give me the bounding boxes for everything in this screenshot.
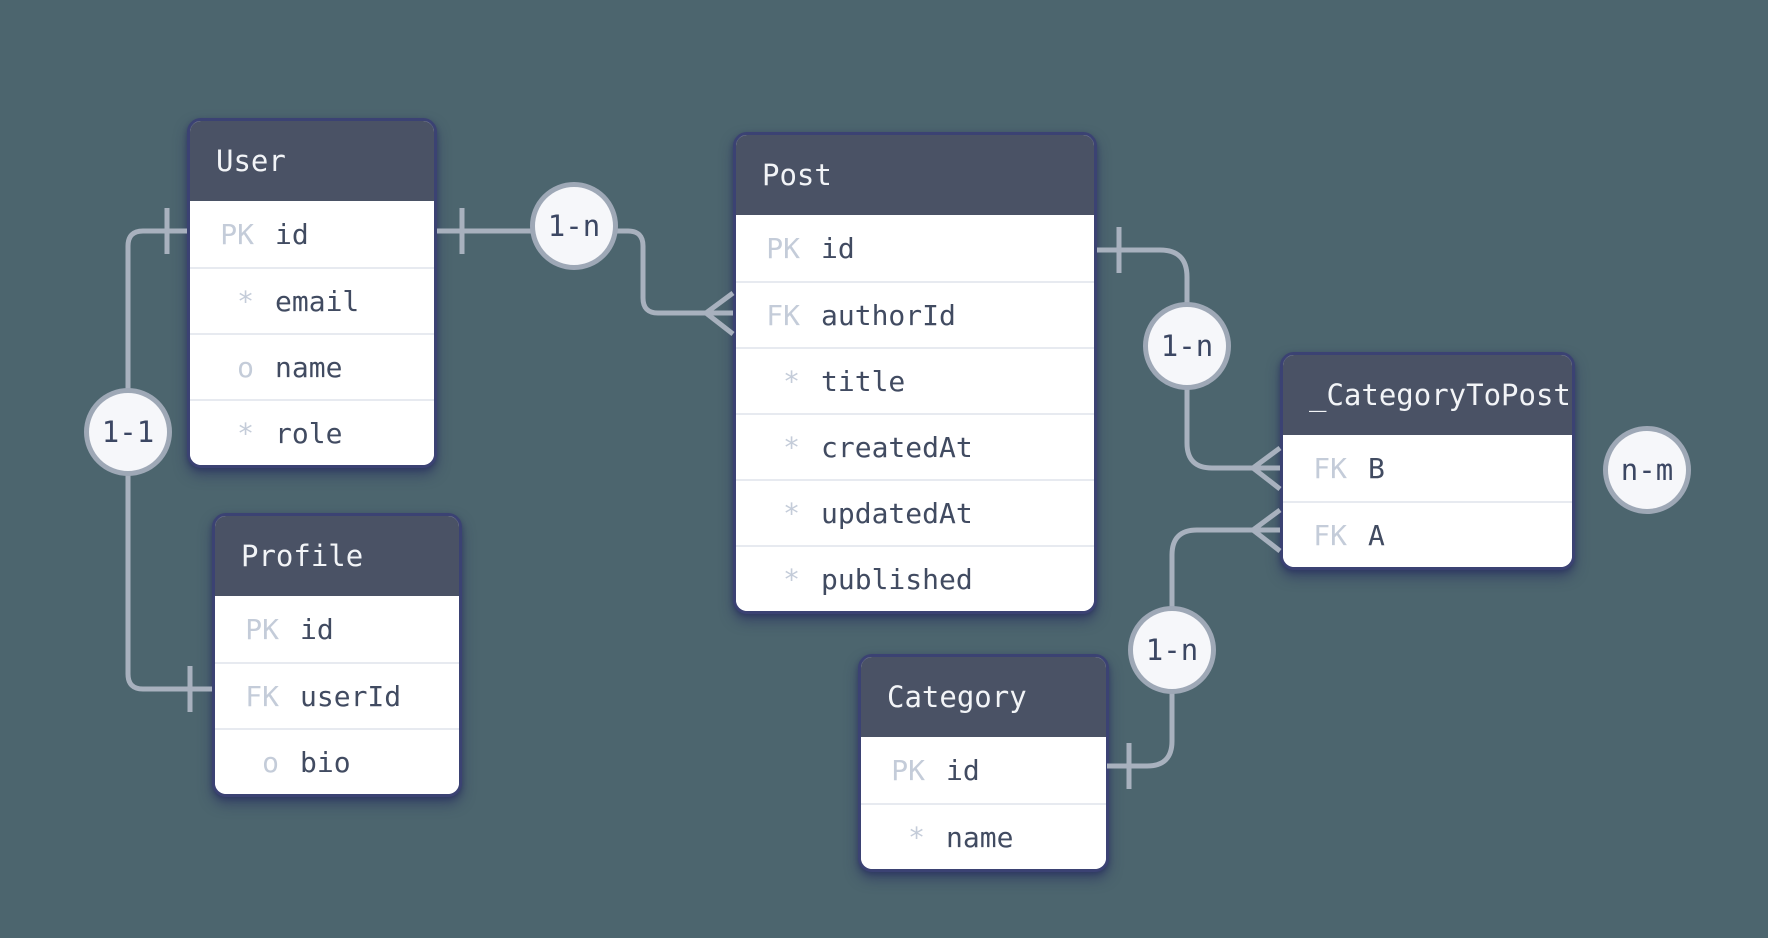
field-name: userId [300, 679, 402, 713]
field-name: bio [300, 745, 351, 779]
table-row: FK B [1283, 435, 1572, 501]
field-name: role [275, 416, 343, 450]
table-row: * createdAt [736, 413, 1094, 479]
required-indicator: * [237, 284, 254, 318]
table-node-category[interactable]: Category PK id * name [858, 654, 1109, 872]
nullable-indicator: o [262, 745, 279, 779]
table-node-post[interactable]: Post PK id FK authorId * title * created… [733, 132, 1097, 614]
fk-indicator: FK [1313, 518, 1347, 552]
table-row: PK id [736, 215, 1094, 281]
table-row: * role [190, 399, 434, 465]
required-indicator: * [783, 364, 800, 398]
table-row: PK id [861, 737, 1106, 803]
field-name: published [821, 562, 973, 596]
fk-indicator: FK [766, 298, 800, 332]
field-name: A [1368, 518, 1385, 552]
table-row: o name [190, 333, 434, 399]
field-name: email [275, 284, 360, 318]
pk-indicator: PK [220, 217, 254, 251]
cardinality-badge-one-to-many: 1-n [1143, 302, 1231, 390]
table-title: Profile [215, 516, 459, 596]
pk-indicator: PK [245, 612, 279, 646]
table-row: * updatedAt [736, 479, 1094, 545]
field-name: createdAt [821, 430, 973, 464]
field-name: authorId [821, 298, 956, 332]
cardinality-badge-many-to-many: n-m [1603, 426, 1691, 514]
field-name: title [821, 364, 906, 398]
required-indicator: * [237, 416, 254, 450]
table-row: FK A [1283, 501, 1572, 567]
table-row: FK authorId [736, 281, 1094, 347]
table-row: o bio [215, 728, 459, 794]
many-end-crowsfoot [1245, 507, 1282, 553]
field-name: name [275, 350, 343, 384]
table-row: FK userId [215, 662, 459, 728]
cardinality-badge-one-to-one: 1-1 [84, 388, 172, 476]
fk-indicator: FK [245, 679, 279, 713]
field-name: id [821, 231, 855, 265]
table-title: User [190, 121, 434, 201]
many-end-crowsfoot [698, 290, 735, 336]
field-name: B [1368, 451, 1385, 485]
cardinality-badge-one-to-many: 1-n [1128, 606, 1216, 694]
table-row: * email [190, 267, 434, 333]
required-indicator: * [783, 496, 800, 530]
table-node-profile[interactable]: Profile PK id FK userId o bio [212, 513, 462, 797]
required-indicator: * [783, 430, 800, 464]
required-indicator: * [908, 820, 925, 854]
table-node-categorytopost[interactable]: _CategoryToPost FK B FK A [1280, 352, 1575, 570]
table-title: Post [736, 135, 1094, 215]
cardinality-badge-one-to-many: 1-n [530, 182, 618, 270]
table-row: * name [861, 803, 1106, 869]
table-row: * title [736, 347, 1094, 413]
field-name: id [275, 217, 309, 251]
field-name: id [300, 612, 334, 646]
table-row: PK id [215, 596, 459, 662]
field-name: name [946, 820, 1014, 854]
pk-indicator: PK [766, 231, 800, 265]
table-title: Category [861, 657, 1106, 737]
nullable-indicator: o [237, 350, 254, 384]
many-end-crowsfoot [1245, 445, 1282, 491]
table-row: * published [736, 545, 1094, 611]
field-name: id [946, 753, 980, 787]
fk-indicator: FK [1313, 451, 1347, 485]
table-title: _CategoryToPost [1283, 355, 1572, 435]
required-indicator: * [783, 562, 800, 596]
field-name: updatedAt [821, 496, 973, 530]
table-row: PK id [190, 201, 434, 267]
pk-indicator: PK [891, 753, 925, 787]
table-node-user[interactable]: User PK id * email o name * role [187, 118, 437, 468]
